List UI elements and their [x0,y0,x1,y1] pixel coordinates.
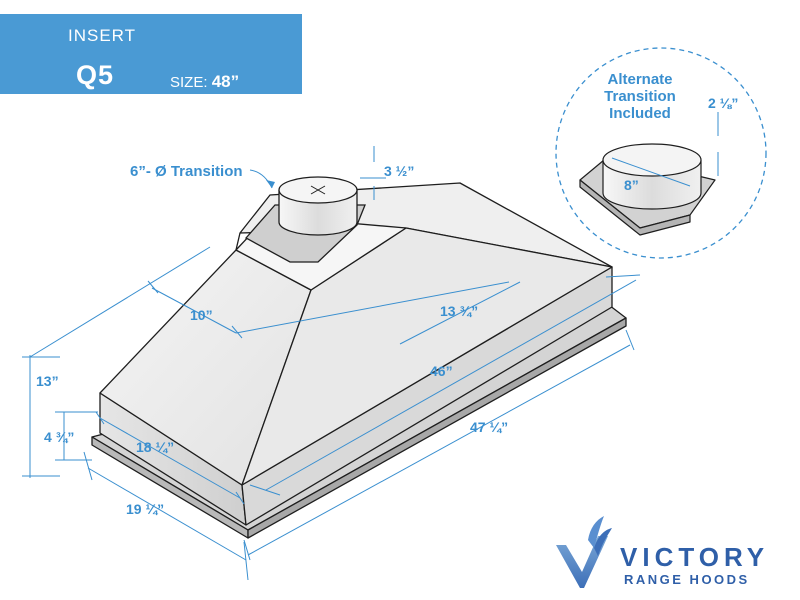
dimension-labels: 6”- Ø Transition 3 ½” 10” 13 ¾” 13” 4 ¾”… [36,163,508,517]
alt-collar-height-label: 2 ⅛” [708,95,738,111]
brand-name: VICTORY [620,542,769,572]
dimension-lines [22,146,641,581]
insert-label: INSERT [68,26,137,45]
collar-height-label: 3 ½” [384,163,414,179]
transition-callout: 6”- Ø Transition [130,163,243,180]
alt-collar-top [602,143,702,177]
flange-depth-label: 19 ¼” [126,501,164,517]
body-depth-label: 18 ¼” [136,439,174,455]
brand-tagline: RANGE HOODS [624,572,750,587]
model-header: INSERT Q5 SIZE: 48” [0,14,302,94]
size-label-group: SIZE: 48” [170,72,239,92]
alt-plate-edge [579,179,691,236]
front-height-label: 4 ¾” [44,429,74,445]
size-label: SIZE: [170,74,208,91]
alt-diameter-label: 8” [624,177,639,193]
overall-height-label: 13” [36,373,59,389]
top-width-label: 13 ¾” [440,303,478,319]
top-depth-label: 10” [190,307,213,323]
alternate-line-1: Alternate [607,71,672,88]
alternate-transition-inset: Alternate Transition Included 8” 2 ⅛” [555,47,767,259]
flange-width-label: 47 ¼” [470,419,508,435]
victory-v-mark [556,516,612,588]
alternate-line-2: Transition [604,88,676,105]
size-value: 48” [211,72,240,91]
alternate-line-3: Included [609,105,671,122]
flange-right-edge [247,317,627,539]
model-name: Q5 [76,60,115,90]
body-width-label: 46” [430,363,453,379]
duct-transition [244,176,366,263]
hood-body [91,182,627,539]
victory-logo: VICTORY RANGE HOODS [556,516,769,588]
